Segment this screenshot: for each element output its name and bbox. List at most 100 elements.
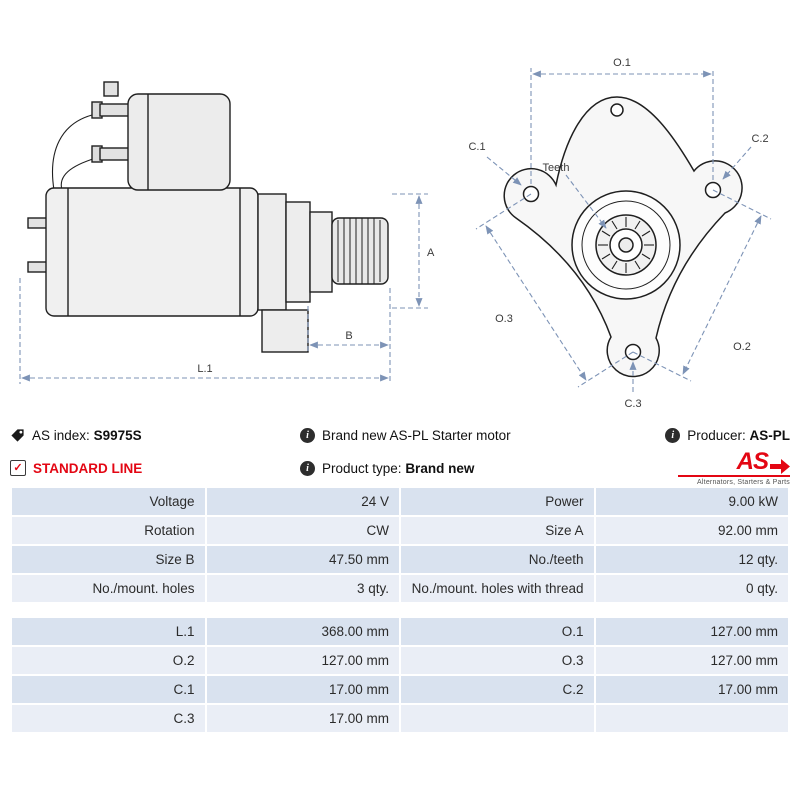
spec-label-cell: C.1 <box>12 676 205 703</box>
spec-label-cell: No./mount. holes with thread <box>401 575 594 602</box>
spec-value-cell: 17.00 mm <box>206 676 399 703</box>
shaft-center <box>618 237 634 253</box>
dim-o2-line <box>682 215 762 375</box>
through-bolt <box>27 261 49 273</box>
leader-teeth <box>565 174 607 229</box>
product-type-label: Product type: <box>322 460 402 476</box>
checkbox-icon: ✓ <box>10 460 26 476</box>
table-row: O.2 127.00 mm O.3 127.00 mm <box>12 647 788 674</box>
front-view-drawing <box>503 96 743 378</box>
bearing-boss <box>309 211 333 293</box>
logo-text: AS <box>736 448 769 475</box>
table-row: L.1 368.00 mm O.1 127.00 mm <box>12 618 788 645</box>
leader-c1 <box>486 156 522 186</box>
spec-value-cell: 3 qty. <box>206 575 399 602</box>
spec-label-cell: Size A <box>401 517 594 544</box>
dim-b-label: B <box>345 330 352 342</box>
spec-value-cell: 92.00 mm <box>595 517 788 544</box>
logo-underline <box>678 475 790 477</box>
spec-value-cell: 127.00 mm <box>595 647 788 674</box>
product-line: ✓ STANDARD LINE <box>10 460 300 476</box>
info-icon: i <box>300 460 315 476</box>
table-row: C.1 17.00 mm C.2 17.00 mm <box>12 676 788 703</box>
side-view-drawing <box>27 81 389 353</box>
teeth-label: Teeth <box>543 162 570 174</box>
table-row: Voltage 24 V Power 9.00 kW <box>12 488 788 515</box>
dim-c1-label: C.1 <box>468 141 485 153</box>
leader-c2 <box>722 146 752 180</box>
dim-o3-line <box>485 225 587 381</box>
spec-label-cell <box>401 705 594 732</box>
info-icon: i <box>300 427 315 443</box>
info-row-2: ✓ STANDARD LINE i Product type: Brand ne… <box>10 450 790 486</box>
front-view-labels: O.1 C.1 C.2 Teeth O.3 O.2 C.3 <box>468 57 768 410</box>
spec-value-cell: 0 qty. <box>595 575 788 602</box>
spec-tables: Voltage 24 V Power 9.00 kW Rotation CW S… <box>0 486 800 734</box>
tag-icon <box>11 428 24 442</box>
product-type: i Product type: Brand new <box>300 460 678 476</box>
spec-label-cell: C.3 <box>12 705 205 732</box>
spec-value-cell: 9.00 kW <box>595 488 788 515</box>
description-text: Brand new AS-PL Starter motor <box>322 427 511 443</box>
product-description: i Brand new AS-PL Starter motor <box>300 427 665 443</box>
motor-body <box>45 187 259 317</box>
solenoid <box>127 93 231 191</box>
brand-logo-wrap: AS Alternators, Starters & Parts <box>678 450 790 486</box>
dim-o2-ext <box>712 189 772 220</box>
product-info: AS index: S9975S i Brand new AS-PL Start… <box>0 418 800 486</box>
spec-label-cell: Voltage <box>12 488 205 515</box>
spec-value-cell: 47.50 mm <box>206 546 399 573</box>
spec-value-cell: 17.00 mm <box>206 705 399 732</box>
spec-value-cell: 12 qty. <box>595 546 788 573</box>
spec-label-cell: No./mount. holes <box>12 575 205 602</box>
dim-o1-label: O.1 <box>613 57 631 69</box>
logo-arrow-icon <box>770 459 790 474</box>
spec-value-cell: 24 V <box>206 488 399 515</box>
producer-label: Producer: <box>687 427 746 443</box>
spec-label-cell: Size B <box>12 546 205 573</box>
terminal-bolt <box>99 103 131 117</box>
dim-o2-ext <box>632 351 692 382</box>
producer: i Producer: AS-PL <box>665 427 791 443</box>
producer-value: AS-PL <box>749 427 791 443</box>
spec-value-cell: 368.00 mm <box>206 618 399 645</box>
as-index: AS index: S9975S <box>10 428 300 443</box>
spec-value-cell: 17.00 mm <box>595 676 788 703</box>
spec-label-cell: L.1 <box>12 618 205 645</box>
dim-o3-label: O.3 <box>495 313 513 325</box>
spec-label-cell: O.2 <box>12 647 205 674</box>
side-view-labels: A B L.1 <box>197 247 435 375</box>
front-view-dimensions <box>475 68 772 392</box>
spec-value-cell: CW <box>206 517 399 544</box>
drive-housing <box>257 193 287 311</box>
spec-label-cell: Power <box>401 488 594 515</box>
table-row: No./mount. holes 3 qty. No./mount. holes… <box>12 575 788 602</box>
logo-tagline: Alternators, Starters & Parts <box>697 479 790 486</box>
spec-label-cell: C.2 <box>401 676 594 703</box>
spec-value-cell: 127.00 mm <box>595 618 788 645</box>
mounting-foot <box>261 309 309 353</box>
dim-c2-label: C.2 <box>751 133 768 145</box>
info-row-1: AS index: S9975S i Brand new AS-PL Start… <box>10 420 790 450</box>
wire <box>60 157 97 191</box>
table-row: C.3 17.00 mm <box>12 705 788 732</box>
side-view-dimensions <box>19 193 428 384</box>
info-icon: i <box>665 427 681 443</box>
dim-l1-label: L.1 <box>197 363 212 375</box>
spec-table-main: Voltage 24 V Power 9.00 kW Rotation CW S… <box>10 486 790 604</box>
terminal-bolt <box>99 147 131 161</box>
dim-o2-label: O.2 <box>733 341 751 353</box>
drive-housing-step <box>285 201 311 303</box>
spec-label-cell: No./teeth <box>401 546 594 573</box>
spec-label-cell: O.3 <box>401 647 594 674</box>
table-row: Rotation CW Size A 92.00 mm <box>12 517 788 544</box>
through-bolt <box>27 217 49 229</box>
as-index-value: S9975S <box>93 427 142 443</box>
table-row: Size B 47.50 mm No./teeth 12 qty. <box>12 546 788 573</box>
pinion-splines <box>337 218 381 284</box>
top-stud <box>103 81 119 97</box>
spec-label-cell: O.1 <box>401 618 594 645</box>
as-index-label: AS index: <box>32 427 90 443</box>
wire <box>51 113 97 191</box>
